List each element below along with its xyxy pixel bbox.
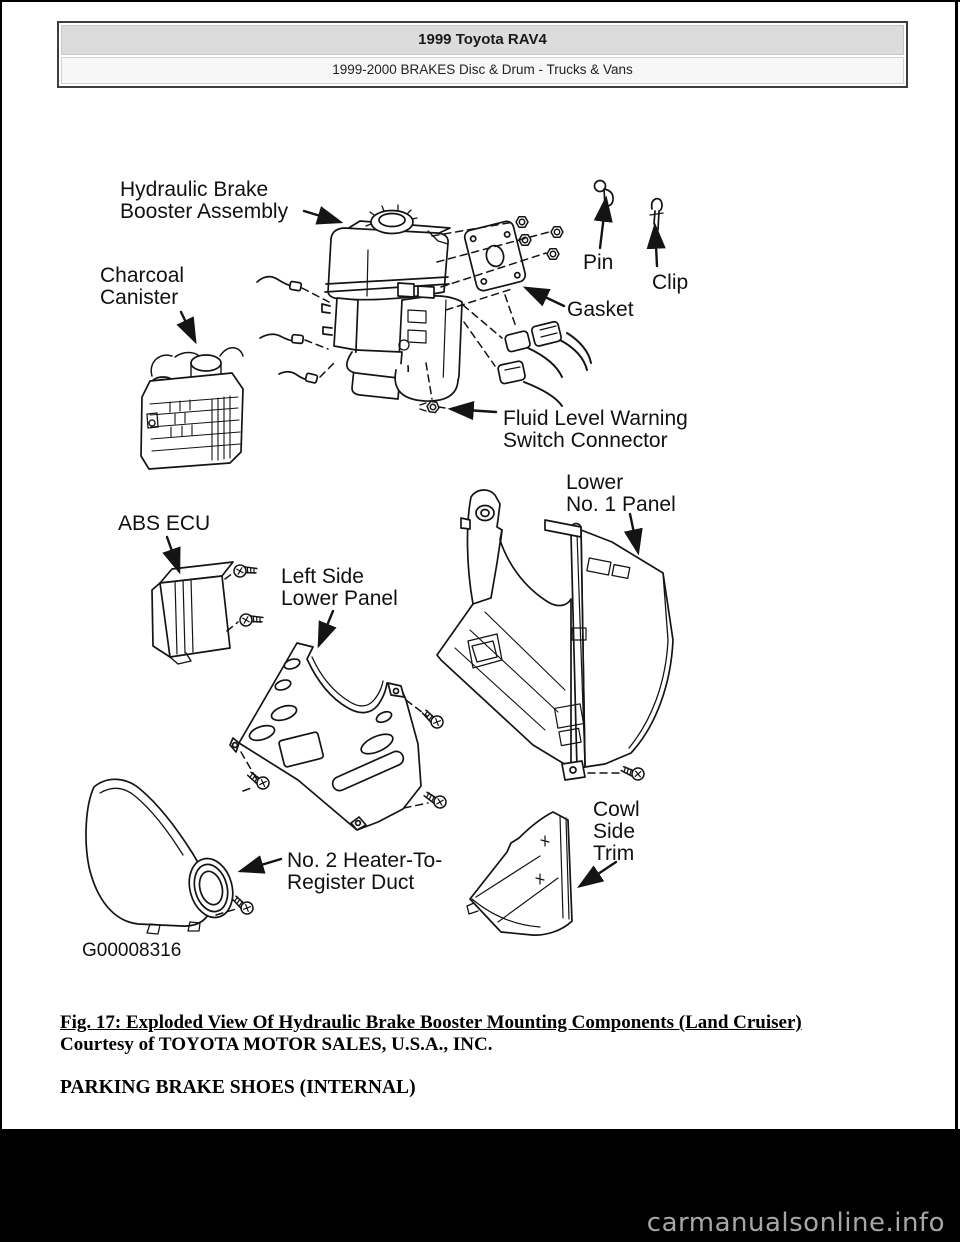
part-charcoal-canister (140, 347, 244, 470)
dashed-leader-lines (215, 221, 625, 916)
exploded-diagram: Hydraulic Brake Booster Assembly Charcoa… (82, 178, 688, 961)
label-duct-line1: No. 2 Heater-To- (287, 849, 442, 872)
label-leftpanel-line2: Lower Panel (281, 587, 398, 610)
label-fluid-line2: Switch Connector (503, 429, 668, 452)
label-lower1-line1: Lower (566, 471, 623, 494)
part-cowl-side-trim (466, 811, 573, 936)
page-border-right (955, 0, 958, 1242)
nut (546, 247, 560, 261)
label-fluid-line1: Fluid Level Warning (503, 407, 688, 430)
screw (421, 790, 449, 811)
figure-caption-block: Fig. 17: Exploded View Of Hydraulic Brak… (60, 1012, 900, 1099)
label-booster-line2: Booster Assembly (120, 200, 289, 223)
part-abs-ecu (151, 561, 234, 665)
screw (418, 708, 446, 731)
part-left-side-lower-panel (229, 642, 422, 831)
label-clip: Clip (652, 271, 688, 294)
page-border-top (0, 0, 960, 2)
part-heater-register-duct (85, 778, 234, 935)
header-box: 1999 Toyota RAV4 1999-2000 BRAKES Disc &… (57, 21, 908, 88)
courtesy-line: Courtesy of TOYOTA MOTOR SALES, U.S.A., … (60, 1034, 493, 1055)
label-lower1-line2: No. 1 Panel (566, 493, 676, 516)
label-cowl-line2: Side (593, 820, 635, 843)
part-lower-no1-panel (436, 489, 674, 781)
screw (228, 894, 256, 917)
part-gasket (463, 220, 527, 292)
label-gasket: Gasket (567, 298, 634, 321)
label-abs-ecu: ABS ECU (118, 512, 210, 535)
part-fluid-switch-connector (419, 400, 446, 414)
screw (231, 559, 259, 580)
label-duct-line2: Register Duct (287, 871, 414, 894)
page-title: 1999 Toyota RAV4 (61, 25, 904, 55)
part-harness-connectors (497, 320, 592, 407)
screw (237, 608, 265, 629)
part-clip (649, 197, 664, 231)
label-arrows (162, 195, 666, 888)
label-booster-line1: Hydraulic Brake (120, 178, 268, 201)
watermark-text: carmanualsonline.info (646, 1208, 945, 1238)
footer-bar: carmanualsonline.info (0, 1129, 960, 1242)
label-canister-line1: Charcoal (100, 264, 184, 287)
figure-code: G00008316 (82, 940, 181, 961)
part-pin (593, 179, 614, 207)
label-cowl-line1: Cowl (593, 798, 640, 821)
label-cowl-line3: Trim (593, 842, 634, 865)
screw (244, 770, 272, 792)
figure-caption: Fig. 17: Exploded View Of Hydraulic Brak… (60, 1012, 802, 1033)
nut (550, 225, 564, 239)
page-subtitle: 1999-2000 BRAKES Disc & Drum - Trucks & … (61, 57, 904, 84)
label-leftpanel-line1: Left Side (281, 565, 364, 588)
label-canister-line2: Canister (100, 286, 178, 309)
nut (515, 215, 529, 229)
label-pin: Pin (583, 251, 613, 274)
part-brake-line-fittings (256, 275, 319, 384)
screw (619, 765, 646, 782)
page-border-left (0, 0, 2, 1242)
section-heading: PARKING BRAKE SHOES (INTERNAL) (60, 1077, 416, 1098)
part-hydraulic-brake-booster (321, 204, 463, 402)
